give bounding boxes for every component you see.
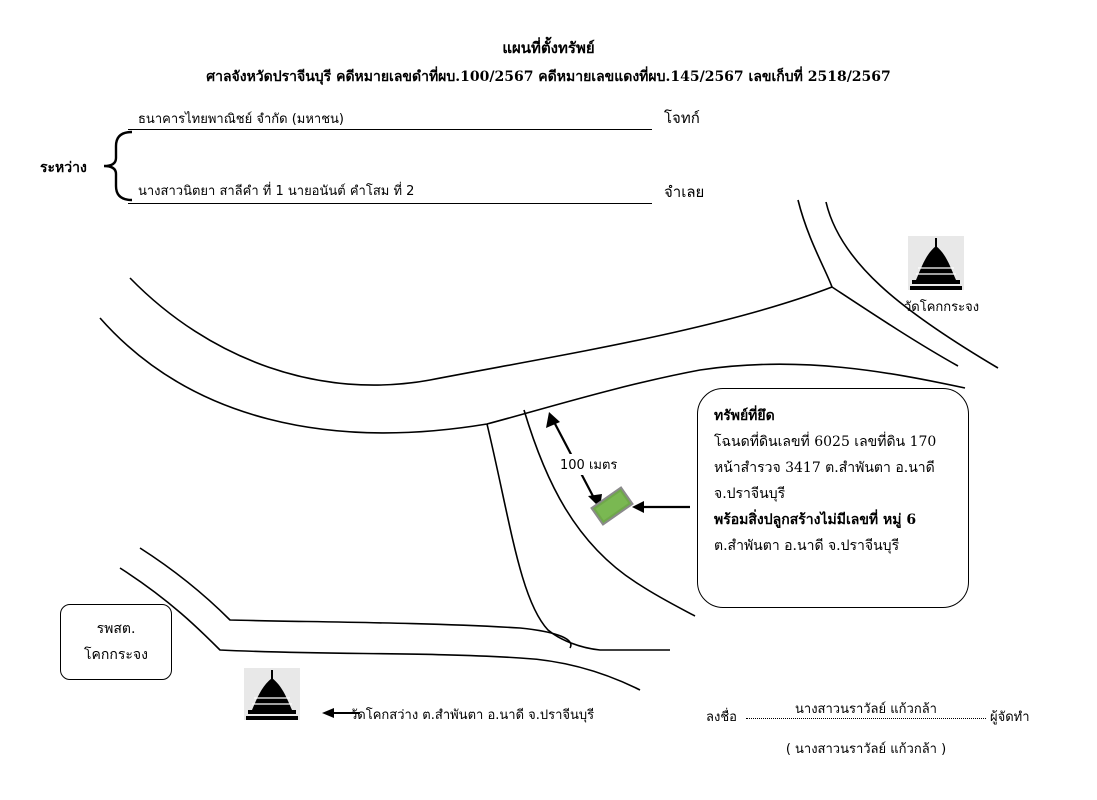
- distance-label: 100 เมตร: [558, 454, 620, 475]
- printed-name: ( นางสาวนราวัลย์ แก้วกล้า ): [785, 742, 947, 757]
- brace-icon: [103, 130, 133, 202]
- case-subtitle: ศาลจังหวัดปราจีนบุรี คดีหมายเลขดำที่ผบ.1…: [206, 69, 891, 85]
- temple-icon: [908, 236, 964, 290]
- distance-arrow-head-top: [546, 412, 560, 428]
- signer-name: นางสาวนราวัลย์ แก้วกล้า: [746, 698, 986, 719]
- northeast-road-left-edge: [797, 199, 833, 288]
- temple-bottom-pointer-head: [322, 708, 334, 718]
- temple-icon: [244, 668, 300, 720]
- defendant-name: นางสาวนิตยา สาลีคำ ที่ 1 นายอนันต์ คำโสม…: [128, 180, 652, 204]
- property-info-box: ทรัพย์ที่ยึด โฉนดที่ดินเลขที่ 6025 เลขที…: [697, 388, 969, 608]
- property-marker: [590, 486, 634, 526]
- property-line3: จ.ปราจีนบุรี: [714, 486, 786, 502]
- property-pointer-head: [632, 501, 644, 513]
- hospital-box: รพสต. โคกกระจง: [60, 604, 172, 680]
- property-line5: ต.สำพันตา อ.นาดี จ.ปราจีนบุรี: [714, 538, 900, 554]
- signer-role: ผู้จัดทำ: [990, 710, 1030, 725]
- southwest-road-south-edge: [119, 567, 641, 691]
- southwest-road-north-edge: [139, 547, 572, 649]
- plaintiff-role: โจทก์: [664, 109, 700, 127]
- hospital-line1: รพสต.: [96, 621, 136, 637]
- plaintiff-name: ธนาคารไทยพาณิชย์ จำกัด (มหาชน): [128, 108, 652, 130]
- main-road-north-edge: [129, 277, 959, 386]
- property-heading: ทรัพย์ที่ยึด: [714, 408, 775, 424]
- south-road-right-edge: [523, 409, 696, 617]
- property-line4: พร้อมสิ่งปลูกสร้างไม่มีเลขที่ หมู่ 6: [714, 512, 917, 528]
- property-line1: โฉนดที่ดินเลขที่ 6025 เลขที่ดิน 170: [714, 434, 937, 450]
- sign-label: ลงชื่อ: [706, 710, 737, 725]
- hospital-line2: โคกกระจง: [84, 647, 148, 663]
- northeast-road-right-edge: [825, 201, 999, 369]
- between-label: ระหว่าง: [40, 160, 87, 176]
- defendant-role: จำเลย: [664, 183, 705, 201]
- map-title: แผนที่ตั้งทรัพย์: [502, 39, 595, 57]
- property-line2: หน้าสำรวจ 3417 ต.สำพันตา อ.นาดี: [714, 460, 935, 476]
- main-road-south-edge: [99, 317, 966, 434]
- temple-top-label: วัดโคกกระจง: [904, 300, 980, 315]
- temple-bottom-label: วัดโคกสว่าง ต.สำพันตา อ.นาดี จ.ปราจีนบุร…: [350, 708, 595, 723]
